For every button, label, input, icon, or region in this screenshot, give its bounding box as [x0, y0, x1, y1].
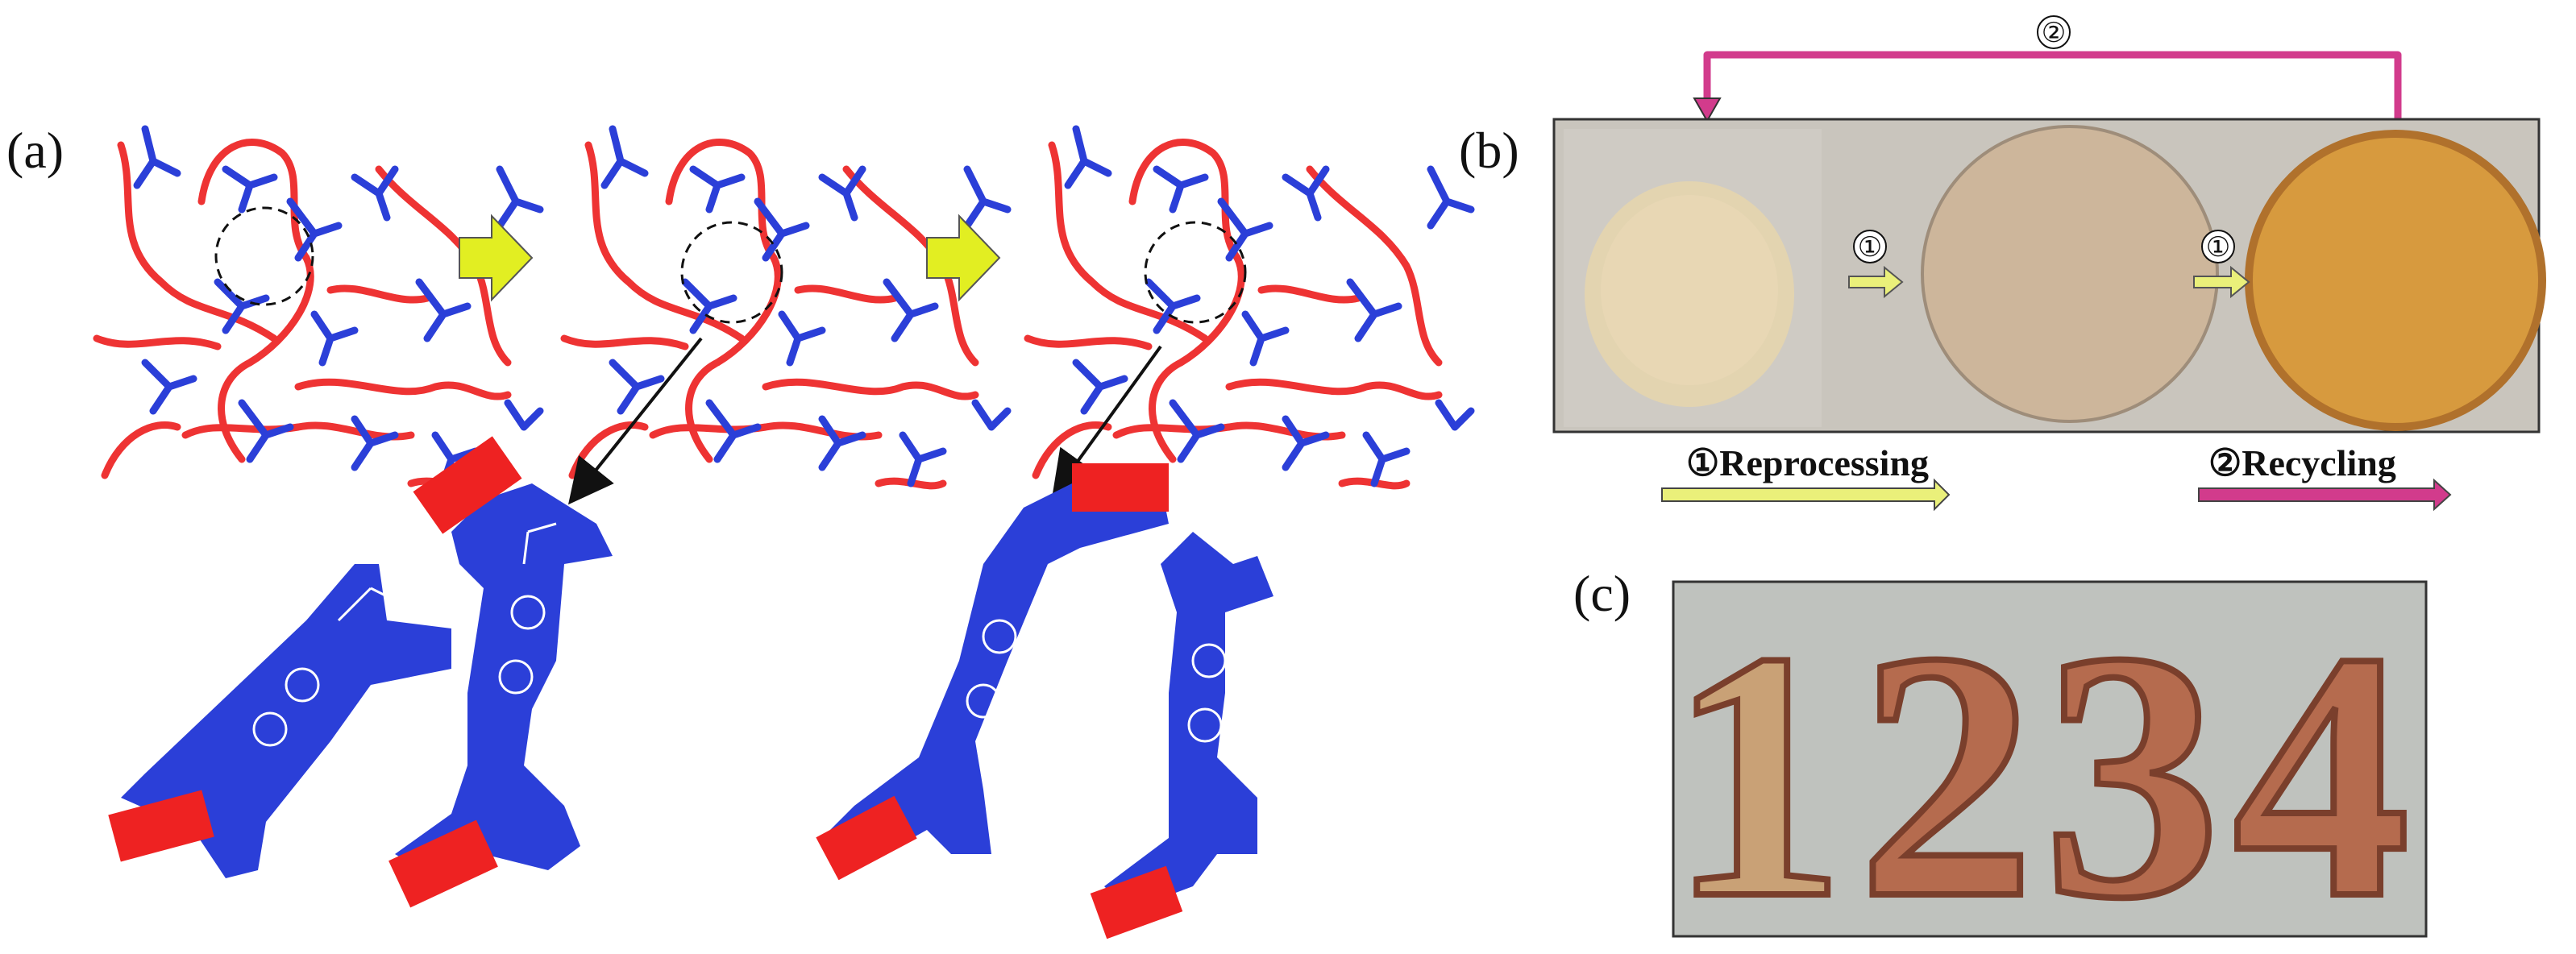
stage-arrow-icon: [926, 214, 1001, 302]
step-marker-2: ①: [2206, 232, 2230, 263]
loop-step-marker: ②: [2042, 18, 2066, 48]
photo-c: [1672, 580, 2428, 938]
reprocessing-caption: ①Reprocessing: [1686, 442, 1929, 483]
digit-4: 4: [2233, 579, 2410, 954]
panel-b-label: (b): [1459, 122, 1519, 179]
stage-arrow-icon: [459, 214, 534, 302]
recycling-caption: ②Recycling: [2208, 442, 2396, 483]
recycled-disc: [2245, 130, 2546, 431]
network-stage-1: [97, 129, 540, 486]
molecule-pair-right: [816, 463, 1273, 939]
digit-3: 3: [2043, 579, 2221, 954]
recycling-arrow: [2198, 478, 2452, 512]
recycle-loop-arrow: [1703, 51, 2402, 119]
panel-a-label: (a): [6, 122, 64, 179]
reprocessing-arrow: [1661, 478, 1951, 512]
digit-1: 1: [1668, 579, 1846, 954]
digit-2: 2: [1858, 579, 2035, 954]
dashed-circle-icon: [1144, 221, 1247, 324]
pointer-arrow-icon: [568, 337, 703, 505]
dashed-circle-icon: [680, 221, 783, 324]
reprocessed-disc: [1921, 125, 2219, 423]
molecule-pair-left: [108, 436, 613, 908]
panel-c-label: (c): [1573, 565, 1631, 622]
network-stage-2: [564, 129, 1008, 486]
network-stage-3: [1028, 129, 1471, 486]
step-marker-1: ①: [1858, 232, 1882, 263]
dashed-circle-icon: [214, 206, 314, 306]
